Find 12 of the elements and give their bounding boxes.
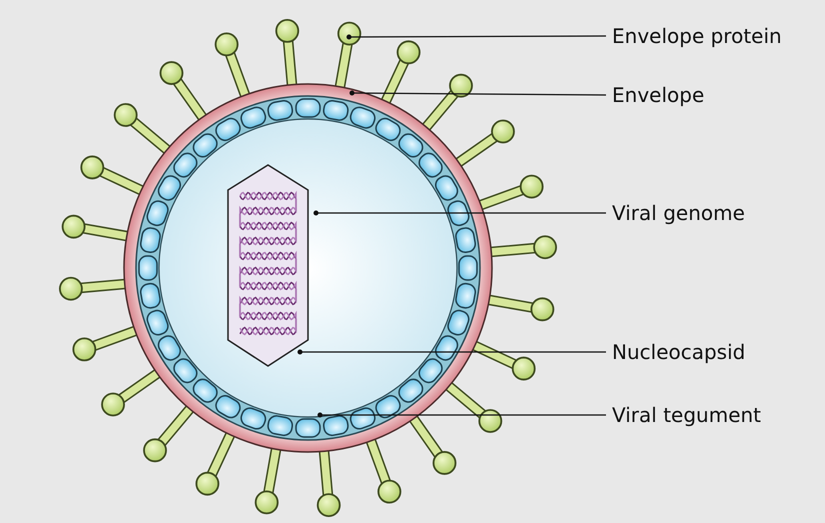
part-label: Nucleocapsid: [612, 340, 746, 364]
part-label: Envelope protein: [612, 24, 782, 48]
leader-line: [346, 34, 606, 40]
part-label: Envelope: [612, 83, 704, 107]
leader-line: [350, 90, 606, 96]
leader-line: [298, 350, 606, 354]
leader-line: [314, 210, 606, 216]
part-label: Viral tegument: [612, 403, 762, 427]
protein-knob: [337, 22, 362, 46]
leader-line: [318, 412, 606, 418]
genome-helix-drawing: [239, 190, 297, 336]
part-label: Viral genome: [612, 201, 745, 225]
